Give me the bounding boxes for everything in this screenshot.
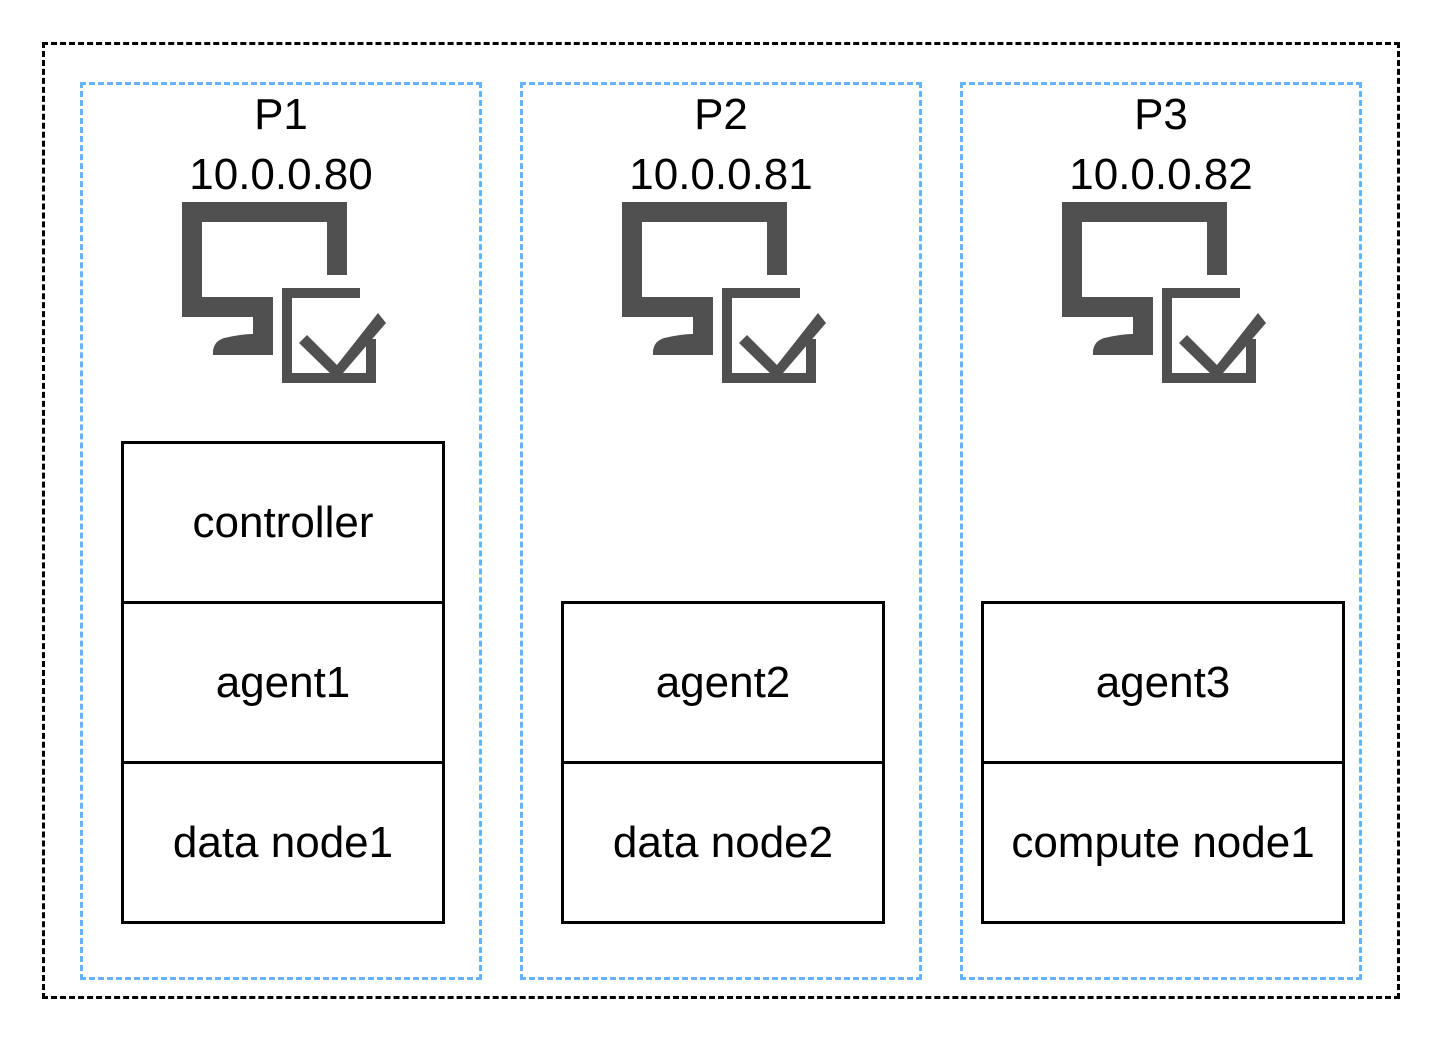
panel-p3: P3 10.0.0.82 agent3 compute node1: [960, 82, 1362, 980]
component-agent1: agent1: [121, 601, 445, 764]
component-agent3: agent3: [981, 601, 1345, 764]
panel-title: P2: [694, 90, 748, 139]
component-agent2: agent2: [561, 601, 885, 764]
panel-p2: P2 10.0.0.81 agent2 data node2: [520, 82, 922, 980]
panel-ip: 10.0.0.82: [1069, 150, 1253, 199]
component-data-node2: data node2: [561, 761, 885, 924]
monitor-check-icon: [1062, 202, 1266, 383]
component-controller: controller: [121, 441, 445, 604]
panel-title: P3: [1134, 90, 1188, 139]
panel-title: P1: [254, 90, 308, 139]
monitor-check-icon: [182, 202, 386, 383]
panel-ip: 10.0.0.81: [629, 150, 813, 199]
component-compute-node1: compute node1: [981, 761, 1345, 924]
panel-p1: P1 10.0.0.80 controller agent1 data node…: [80, 82, 482, 980]
component-data-node1: data node1: [121, 761, 445, 924]
cluster-boundary: [42, 42, 1400, 999]
monitor-check-icon: [622, 202, 826, 383]
panel-ip: 10.0.0.80: [189, 150, 373, 199]
